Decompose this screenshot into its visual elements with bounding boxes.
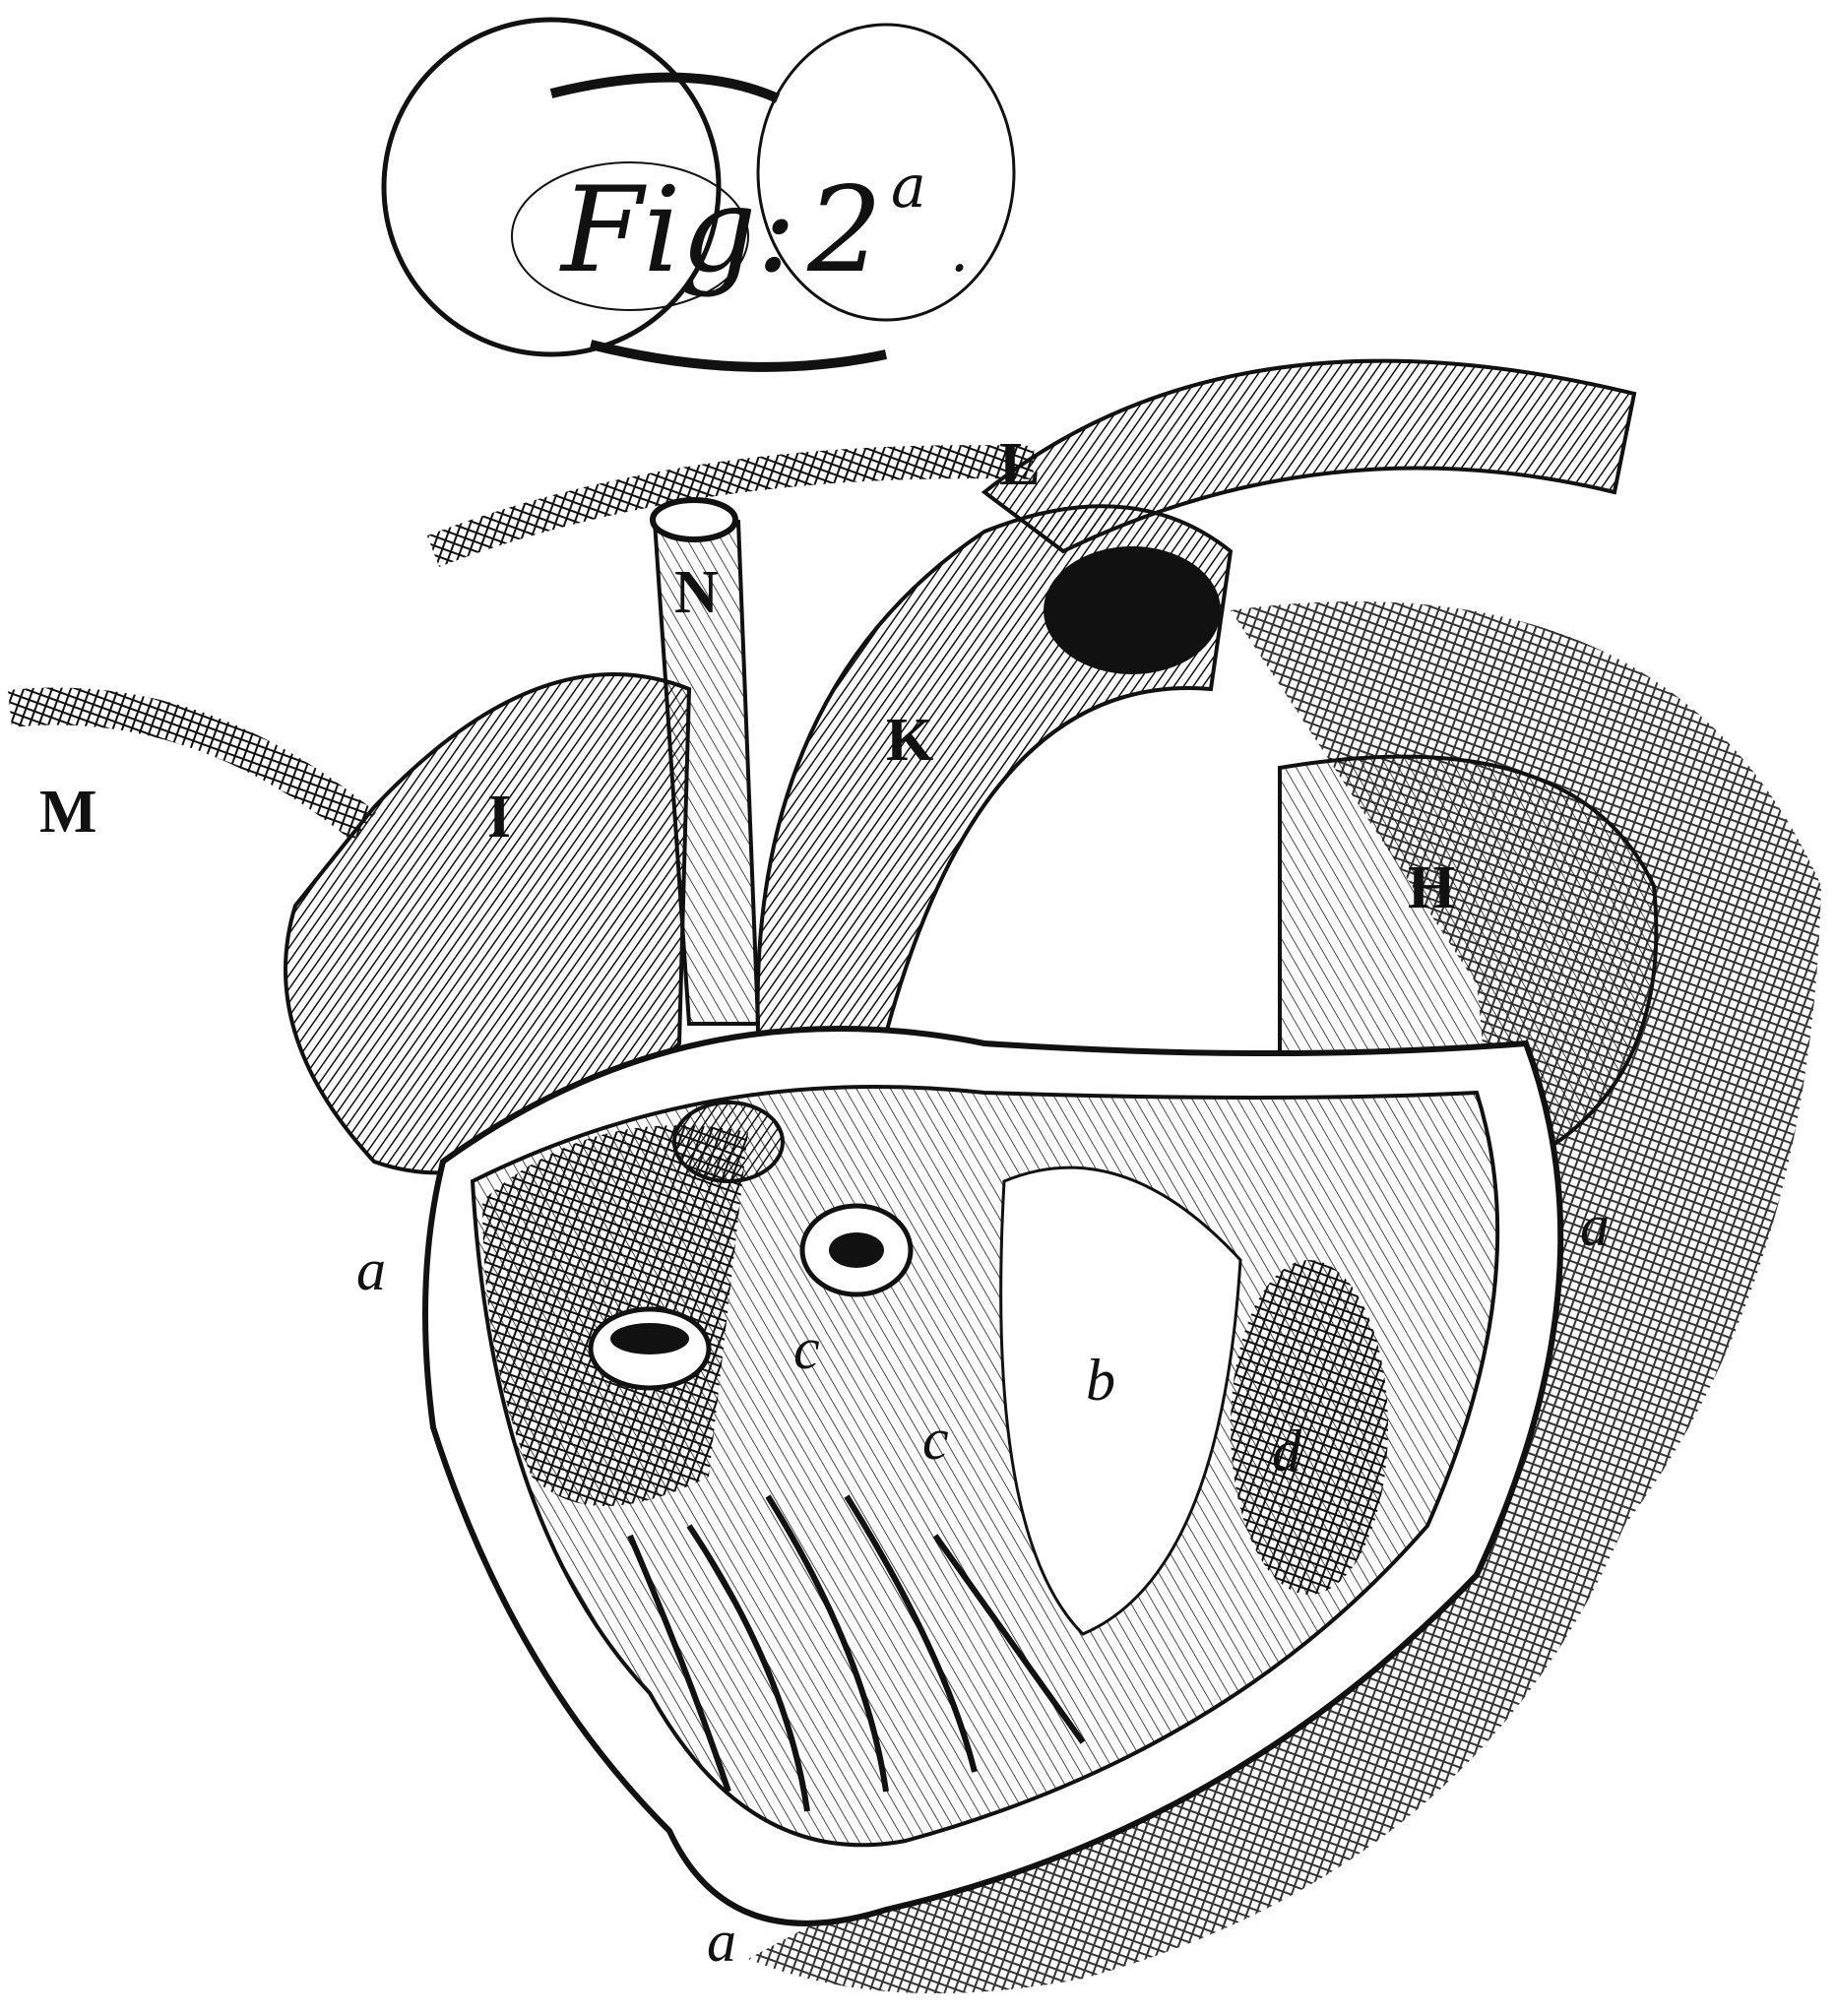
septum-b <box>999 1166 1242 1636</box>
figure-cartouche: Fig: 2 a . <box>381 17 1016 372</box>
label-a-left: a <box>356 1237 386 1302</box>
valve-upper <box>672 1101 785 1183</box>
figure-superscript: a <box>891 153 926 221</box>
vessel-L-arch <box>426 445 1035 567</box>
vessel-M <box>8 687 377 842</box>
vessel-opening-dark <box>1044 546 1221 674</box>
figure-title: Fig: <box>559 162 796 299</box>
label-b: b <box>1086 1348 1115 1413</box>
label-K: K <box>886 707 933 774</box>
label-a-bottom: a <box>707 1909 736 1974</box>
label-a-right: a <box>1580 1193 1610 1258</box>
label-N: N <box>674 559 719 626</box>
label-L: L <box>999 431 1040 498</box>
label-c-upper: c <box>793 1316 820 1381</box>
label-c-lower: c <box>922 1407 949 1472</box>
ventricle-opening-d <box>1231 1260 1388 1595</box>
label-H: H <box>1408 854 1455 921</box>
label-d: d <box>1272 1418 1302 1483</box>
label-M: M <box>39 779 97 846</box>
trabeculae <box>627 1494 1086 1812</box>
figure-period: . <box>950 217 969 285</box>
label-I: I <box>487 784 511 850</box>
vessel-N-opening <box>650 497 738 542</box>
vessel-L-right <box>981 358 1637 554</box>
figure-number: 2 <box>806 162 882 299</box>
